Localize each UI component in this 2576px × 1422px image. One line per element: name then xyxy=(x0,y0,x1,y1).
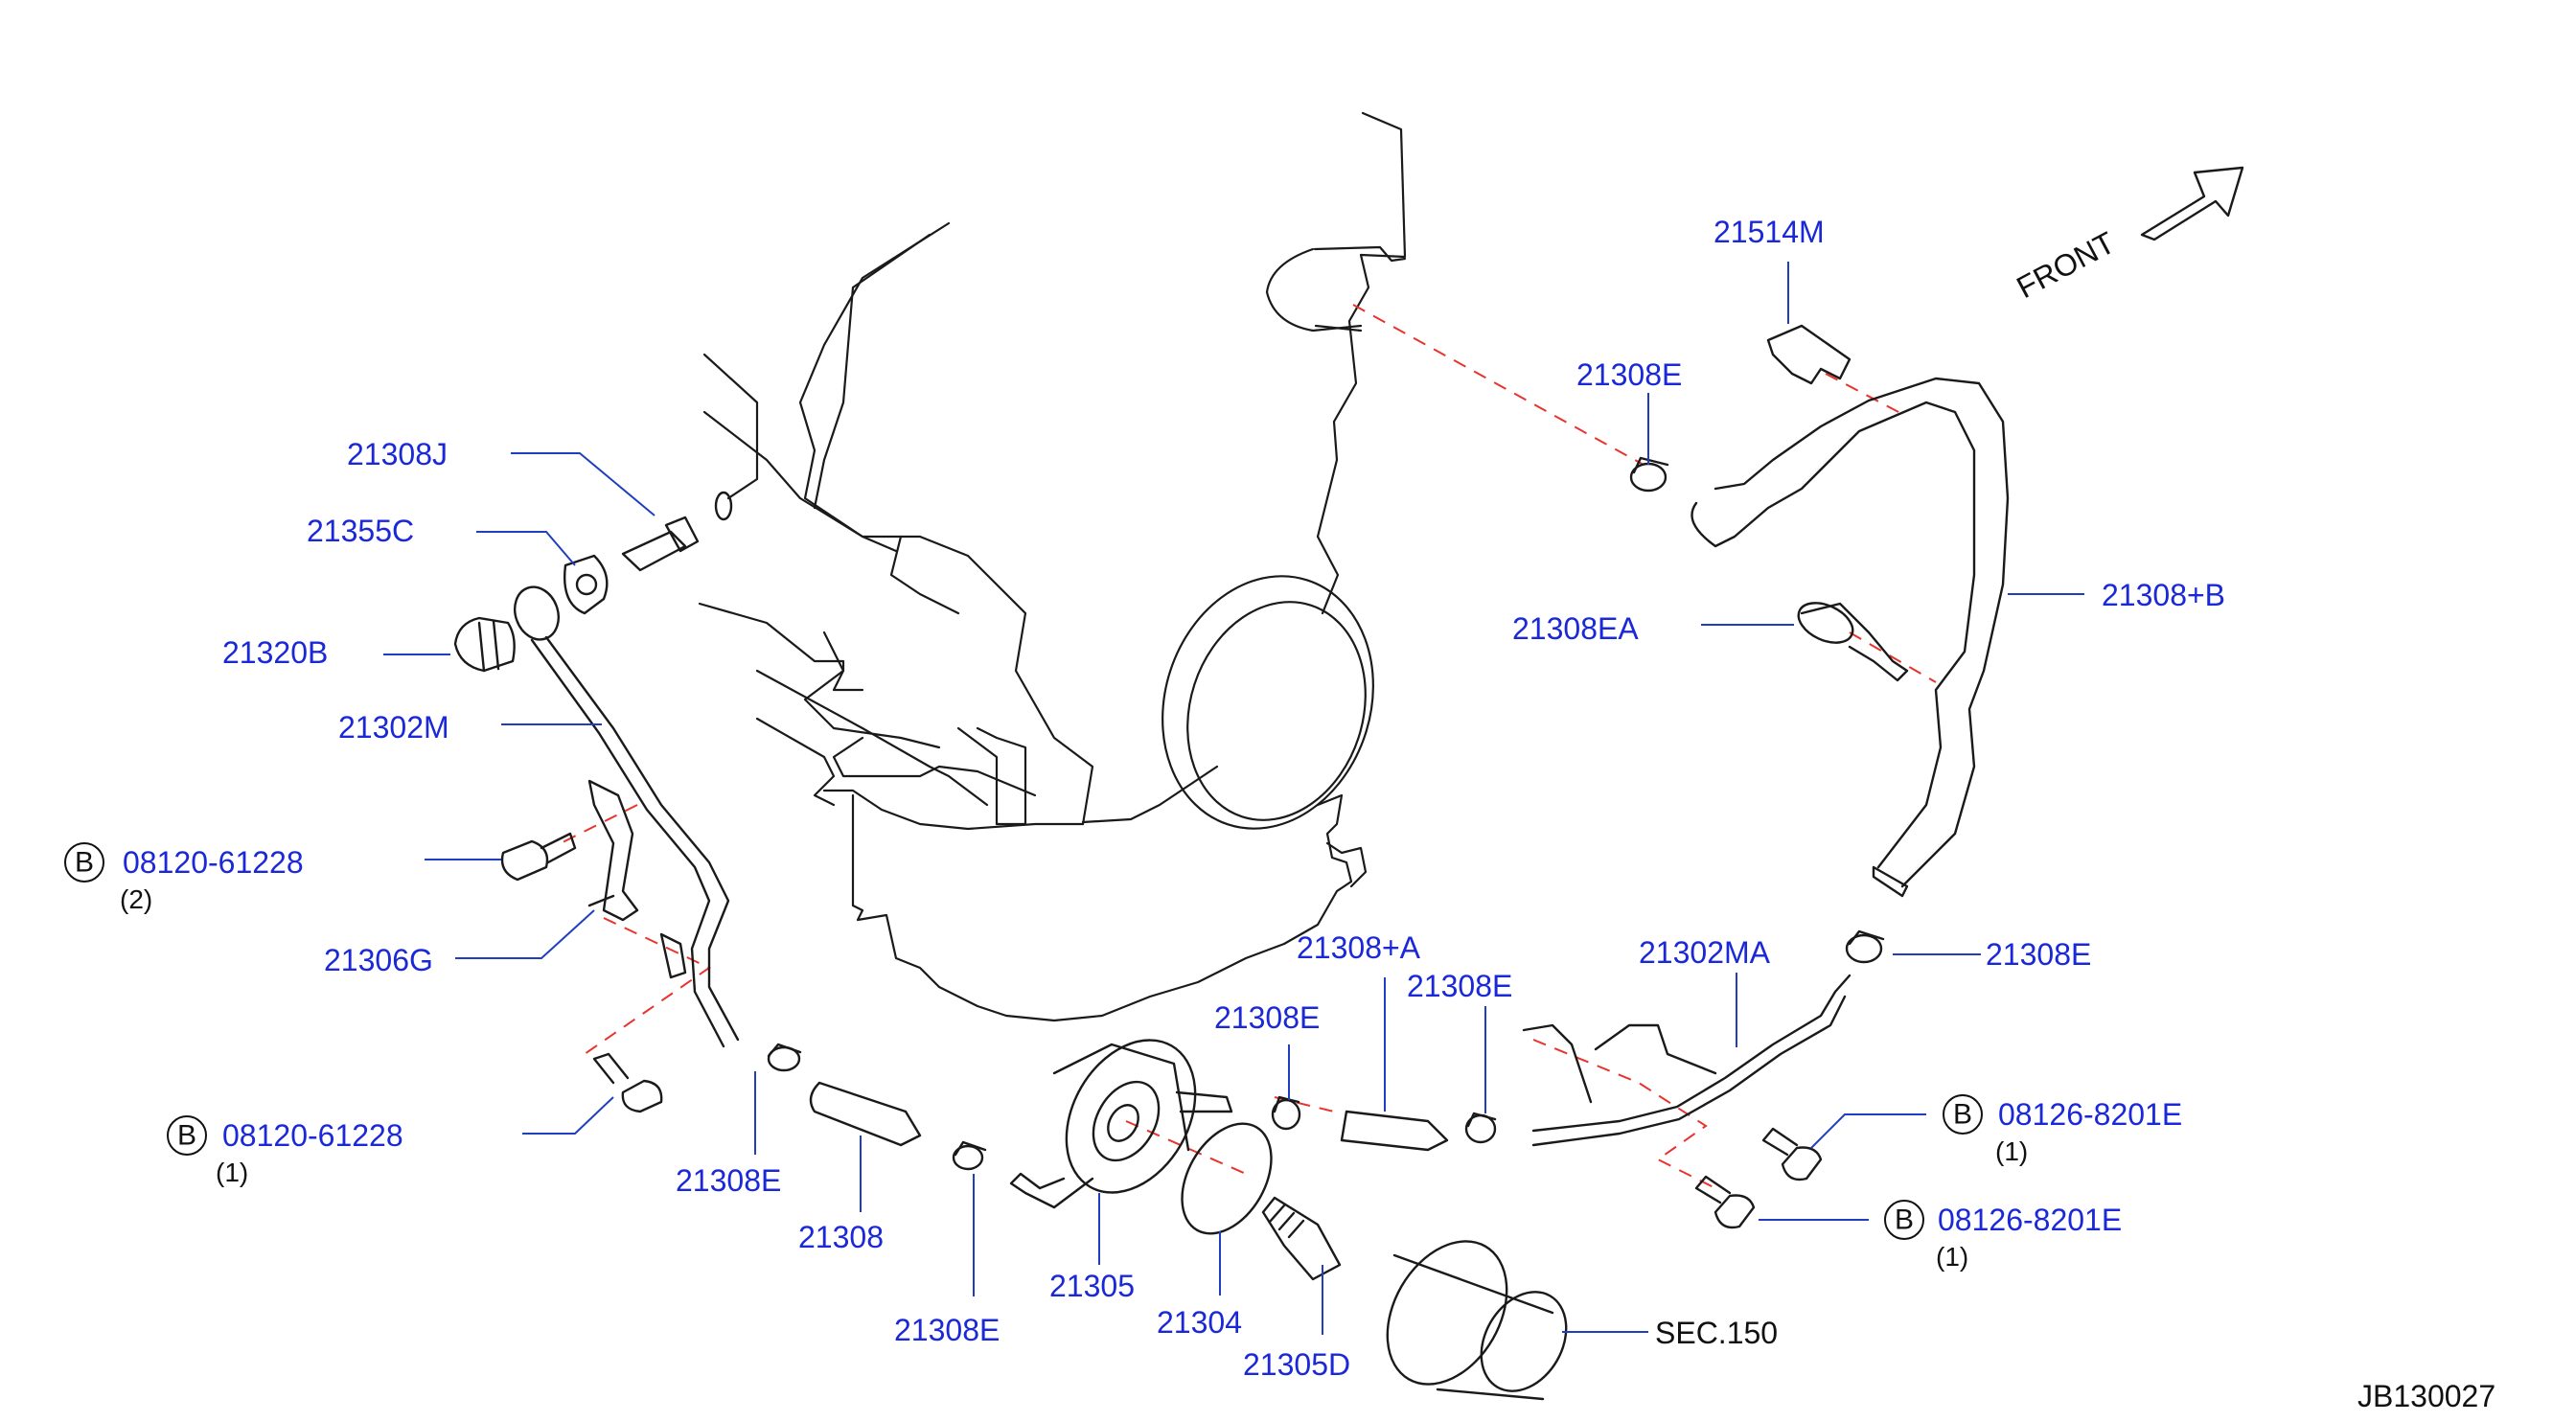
label-21305[interactable]: 21305 xyxy=(1049,1269,1135,1303)
label-21302M[interactable]: 21302M xyxy=(338,710,449,745)
part-21308B-hose xyxy=(1690,377,2010,898)
part-oil-filter xyxy=(1386,1240,1568,1401)
label-bolt-08120-upper[interactable]: 08120-61228 xyxy=(123,845,304,880)
part-clamp-21308E-mid-right xyxy=(1464,1112,1497,1144)
label-21302MA[interactable]: 21302MA xyxy=(1639,935,1771,970)
label-clamp-21308E-bottom[interactable]: 21308E xyxy=(894,1313,1000,1347)
part-21308EA-clamp xyxy=(1797,602,1909,682)
assembly-guide-lines xyxy=(560,304,1937,1189)
callout-leader-lines xyxy=(383,262,2084,1335)
part-21308-hose xyxy=(809,1081,922,1147)
part-bolt-08120-upper xyxy=(500,832,577,882)
label-clamp-21308E-lower-left[interactable]: 21308E xyxy=(676,1163,781,1198)
part-21304-gasket xyxy=(1181,1122,1273,1235)
engine-block-outline xyxy=(698,111,1407,1022)
bolt-symbol-left-upper: B xyxy=(64,842,104,883)
label-21304[interactable]: 21304 xyxy=(1157,1305,1242,1340)
label-clamp-21308E-mid[interactable]: 21308E xyxy=(1214,1000,1320,1035)
bolt-symbol-left-lower: B xyxy=(167,1115,207,1156)
part-clamp-21308E-bottom xyxy=(952,1140,987,1171)
svg-text:B: B xyxy=(75,847,94,879)
part-21306G-bracket xyxy=(587,779,687,979)
label-21305D[interactable]: 21305D xyxy=(1243,1347,1350,1382)
label-21306G[interactable]: 21306G xyxy=(324,943,433,977)
part-clamp-21308E-right xyxy=(1845,929,1885,964)
callout-labels: 21308J 21355C 21320B 21302M 08120-61228 … xyxy=(120,215,2225,1382)
part-21514M-bracket xyxy=(1766,324,1852,385)
label-clamp-21308E-mid-right[interactable]: 21308E xyxy=(1407,969,1512,1003)
part-21355C-washer xyxy=(564,554,609,615)
label-bolt-08126-upper[interactable]: 08126-8201E xyxy=(1998,1097,2182,1132)
part-clamp-21308E-mid xyxy=(1271,1095,1301,1131)
label-21308A[interactable]: 21308+A xyxy=(1297,930,1421,965)
part-21302MA-oil-pipe xyxy=(1522,974,1852,1147)
part-21305D-connector xyxy=(1261,1196,1342,1281)
label-21308J[interactable]: 21308J xyxy=(347,437,448,471)
part-21320B-plug xyxy=(453,616,516,673)
qty-bolt-08120-upper: (2) xyxy=(120,884,152,914)
qty-bolt-08126-lower: (1) xyxy=(1936,1242,1968,1272)
label-clamp-21308E-right[interactable]: 21308E xyxy=(1986,937,2091,972)
part-bolt-08126-upper xyxy=(1761,1127,1823,1181)
part-21308A-hose xyxy=(1340,1110,1449,1152)
reference-code: JB130027 xyxy=(2358,1379,2496,1413)
svg-text:B: B xyxy=(1895,1204,1914,1236)
label-21355C[interactable]: 21355C xyxy=(307,514,414,548)
part-bolt-08120-lower xyxy=(592,1052,663,1113)
front-arrow-icon xyxy=(2140,166,2244,241)
label-21514M[interactable]: 21514M xyxy=(1714,215,1825,249)
label-bolt-08120-lower[interactable]: 08120-61228 xyxy=(222,1118,403,1153)
label-clamp-21308E-top[interactable]: 21308E xyxy=(1576,357,1682,392)
label-bolt-08126-lower[interactable]: 08126-8201E xyxy=(1938,1203,2122,1237)
label-21320B[interactable]: 21320B xyxy=(222,635,328,670)
part-bolt-08126-lower xyxy=(1694,1175,1756,1229)
qty-bolt-08126-upper: (1) xyxy=(1995,1136,2028,1166)
part-21305-oil-cooler xyxy=(1009,1039,1233,1209)
part-21302M-oil-pipe xyxy=(514,585,740,1048)
front-label: FRONT xyxy=(2011,225,2120,306)
svg-text:B: B xyxy=(177,1120,196,1152)
bolt-symbol-right-upper: B xyxy=(1943,1094,1983,1135)
label-21308EA[interactable]: 21308EA xyxy=(1512,611,1639,646)
svg-text:B: B xyxy=(1953,1099,1972,1131)
part-21308J-union-bolt xyxy=(621,491,733,572)
qty-bolt-08120-lower: (1) xyxy=(216,1158,248,1187)
label-21308B[interactable]: 21308+B xyxy=(2102,578,2225,612)
bolt-symbol-right-lower: B xyxy=(1884,1200,1924,1240)
label-21308[interactable]: 21308 xyxy=(798,1220,884,1254)
part-clamp-21308E-lower-left xyxy=(767,1043,802,1072)
label-sec150[interactable]: SEC.150 xyxy=(1655,1316,1778,1350)
